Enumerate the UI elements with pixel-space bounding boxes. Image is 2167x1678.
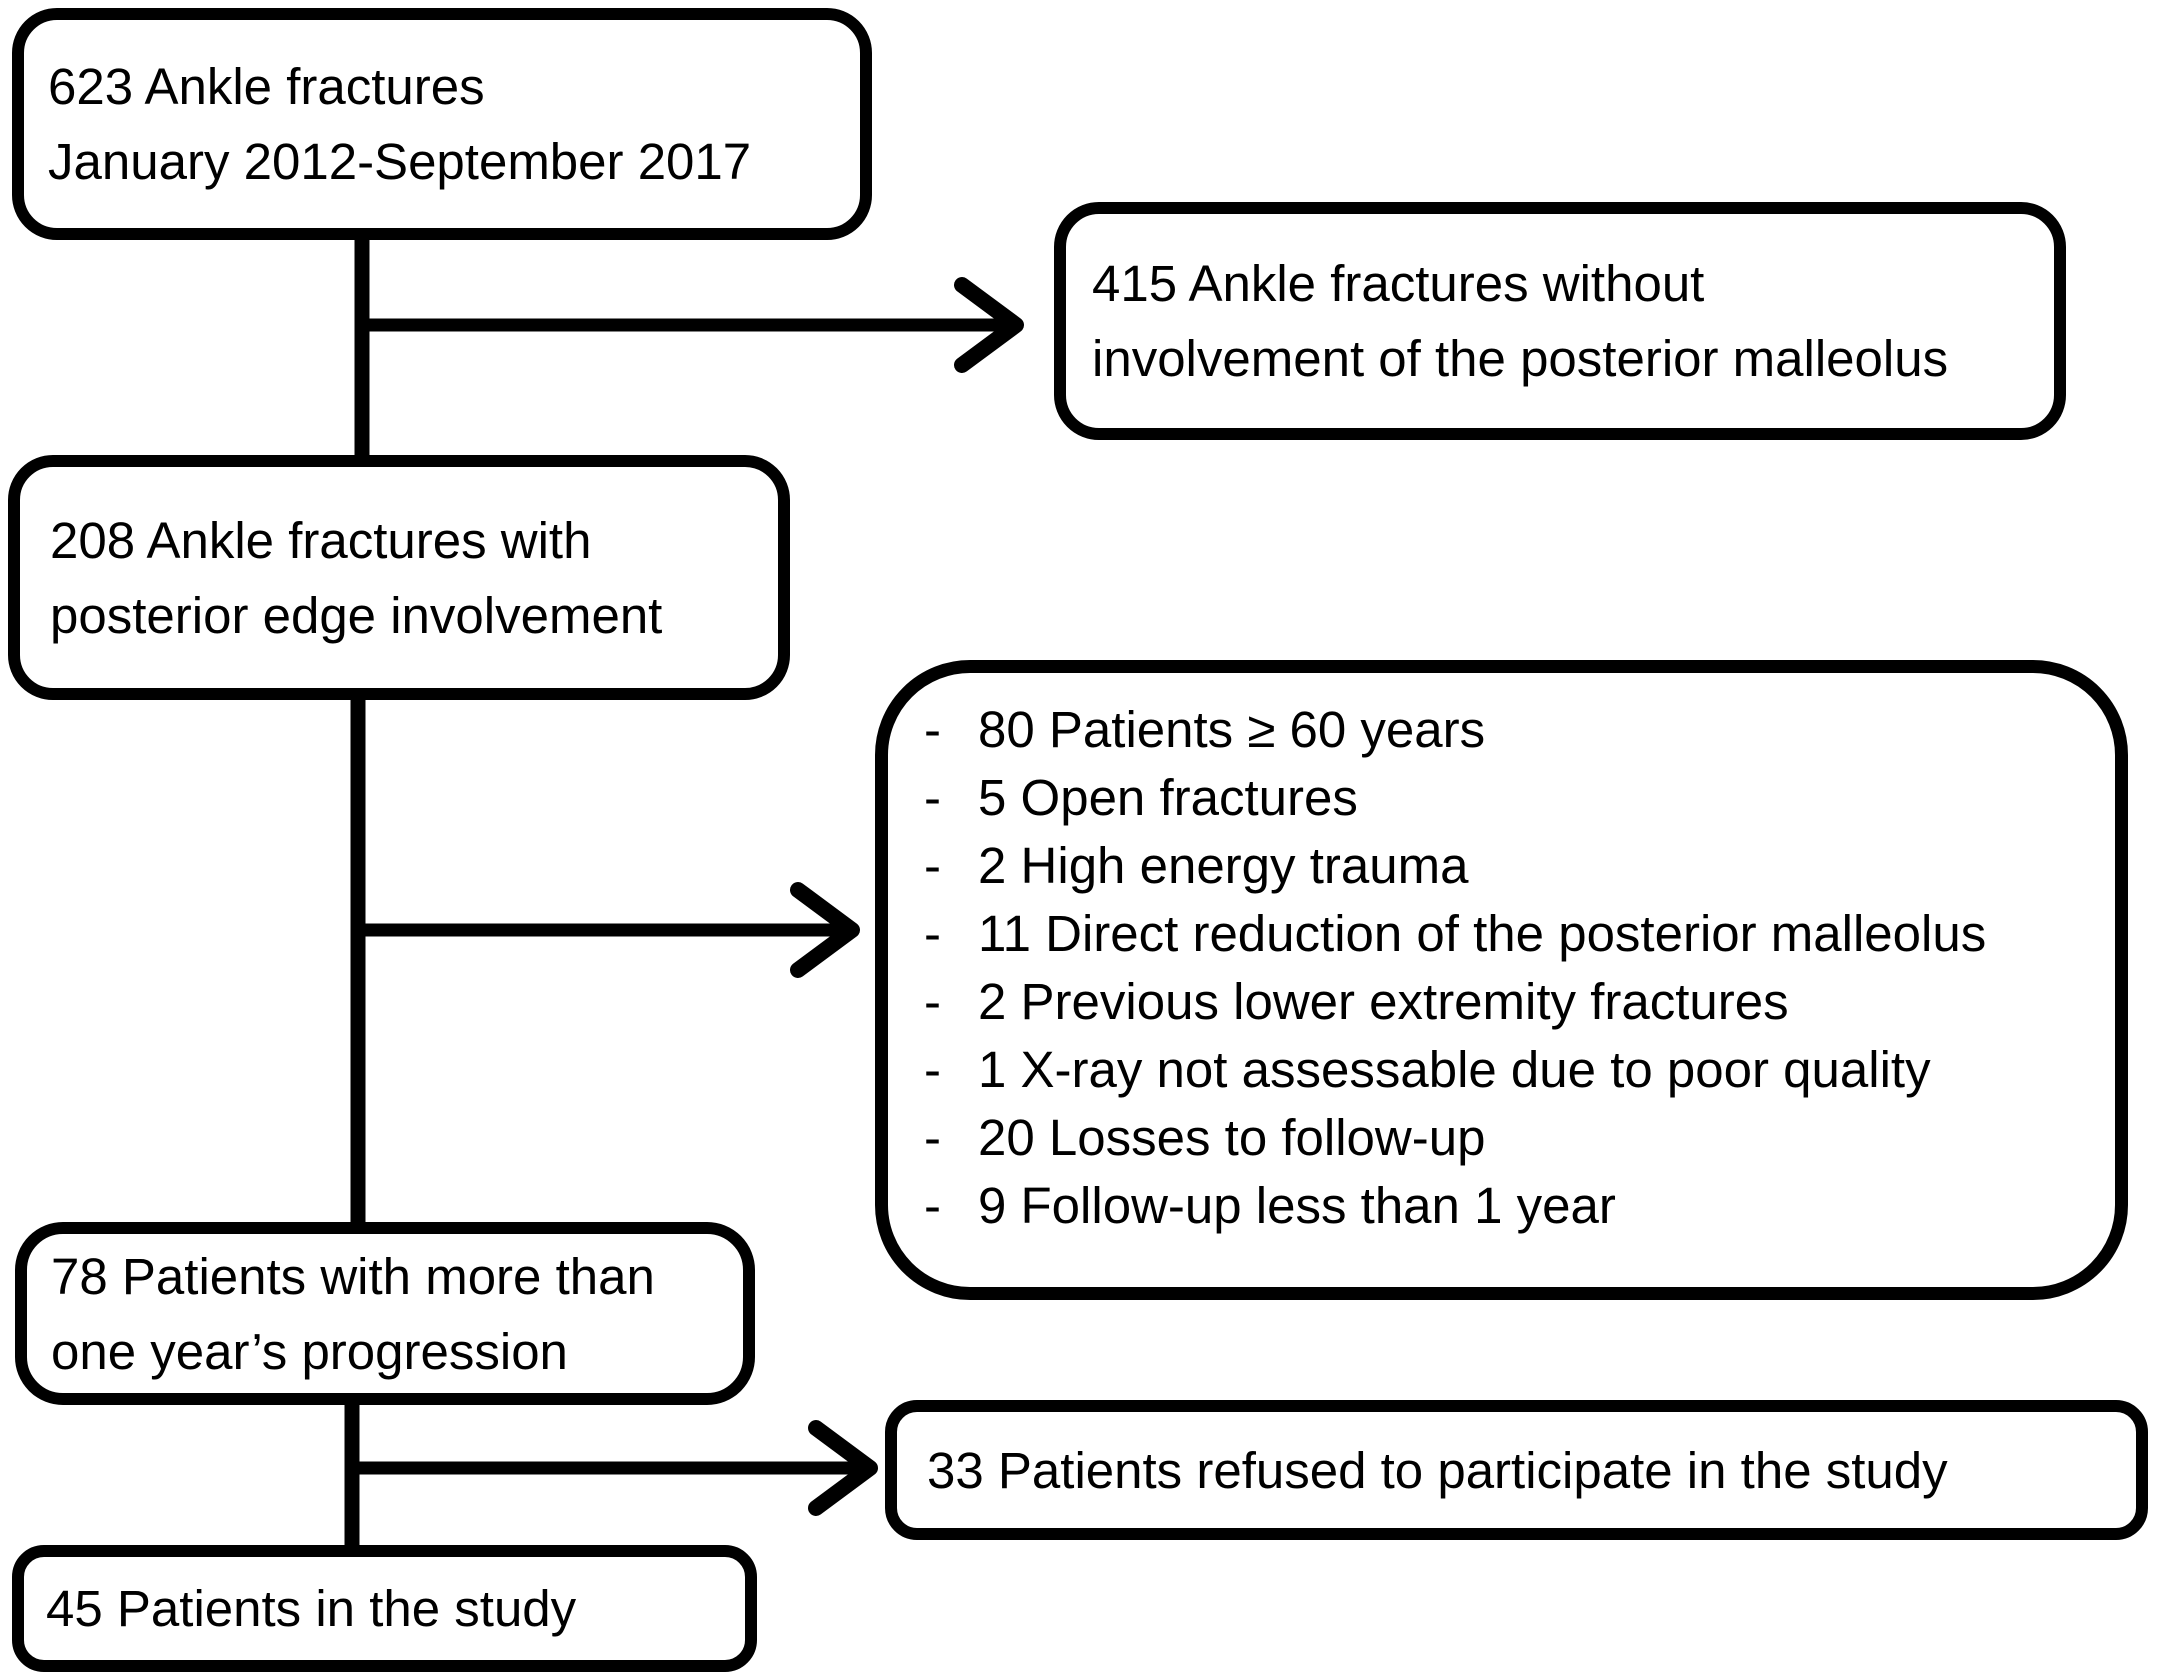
list-item: - 2 High energy trauma [924, 831, 2095, 899]
list-item-marker: - [924, 1040, 941, 1098]
node-text-line: January 2012-September 2017 [48, 133, 752, 190]
list-item-text: 5 Open fractures [978, 768, 1358, 826]
list-item-text: 80 Patients ≥ 60 years [978, 700, 1486, 758]
node-text-line: 45 Patients in the study [46, 1580, 577, 1637]
node-exclusion-list: - 80 Patients ≥ 60 years - 5 Open fractu… [875, 660, 2128, 1300]
list-item-marker: - [924, 768, 941, 826]
node-patients-in-study: 45 Patients in the study [12, 1545, 757, 1672]
node-text-line: 33 Patients refused to participate in th… [927, 1441, 1948, 1499]
node-text-line: 78 Patients with more than [51, 1247, 655, 1305]
list-item-text: 9 Follow-up less than 1 year [978, 1176, 1616, 1234]
list-item-text: 1 X-ray not assessable due to poor quali… [978, 1040, 1931, 1098]
node-text-line: 623 Ankle fractures [48, 58, 485, 115]
arrow-to-refused [346, 1420, 878, 1516]
list-item-text: 11 Direct reduction of the posterior mal… [978, 904, 1987, 962]
node-text-line: 208 Ankle fractures with [50, 511, 592, 569]
node-posterior-edge-involvement: 208 Ankle fractures with posterior edge … [8, 455, 790, 700]
list-item-marker: - [924, 904, 941, 962]
arrowhead-right-icon [954, 277, 1024, 373]
list-item-marker: - [924, 836, 941, 894]
node-text-line: posterior edge involvement [50, 586, 663, 644]
list-item: - 9 Follow-up less than 1 year [924, 1171, 2095, 1239]
node-total-fractures: 623 Ankle fractures January 2012-Septemb… [12, 8, 872, 240]
list-item-marker: - [924, 700, 941, 758]
node-one-year-progression: 78 Patients with more than one year’s pr… [15, 1222, 755, 1405]
list-item: - 80 Patients ≥ 60 years [924, 695, 2095, 763]
arrowhead-right-icon [808, 1420, 878, 1516]
arrow-to-exclusions [351, 882, 860, 978]
list-item-text: 20 Losses to follow-up [978, 1108, 1486, 1166]
list-item: - 11 Direct reduction of the posterior m… [924, 899, 2095, 967]
list-item: - 1 X-ray not assessable due to poor qua… [924, 1035, 2095, 1103]
list-item: - 20 Losses to follow-up [924, 1103, 2095, 1171]
list-item-marker: - [924, 1108, 941, 1166]
node-no-posterior-involvement: 415 Ankle fractures without involvement … [1054, 202, 2066, 440]
list-item-text: 2 High energy trauma [978, 836, 1469, 894]
node-refused-participation: 33 Patients refused to participate in th… [885, 1400, 2148, 1540]
node-text-line: one year’s progression [51, 1322, 568, 1380]
list-item: - 5 Open fractures [924, 763, 2095, 831]
node-text-line: 415 Ankle fractures without [1092, 255, 1705, 312]
list-item-marker: - [924, 1176, 941, 1234]
list-item: - 2 Previous lower extremity fractures [924, 967, 2095, 1035]
arrow-to-no-involvement [356, 277, 1024, 373]
list-item-text: 2 Previous lower extremity fractures [978, 972, 1789, 1030]
node-text-line: involvement of the posterior malleolus [1092, 330, 1949, 387]
arrowhead-right-icon [790, 882, 860, 978]
list-item-marker: - [924, 972, 941, 1030]
